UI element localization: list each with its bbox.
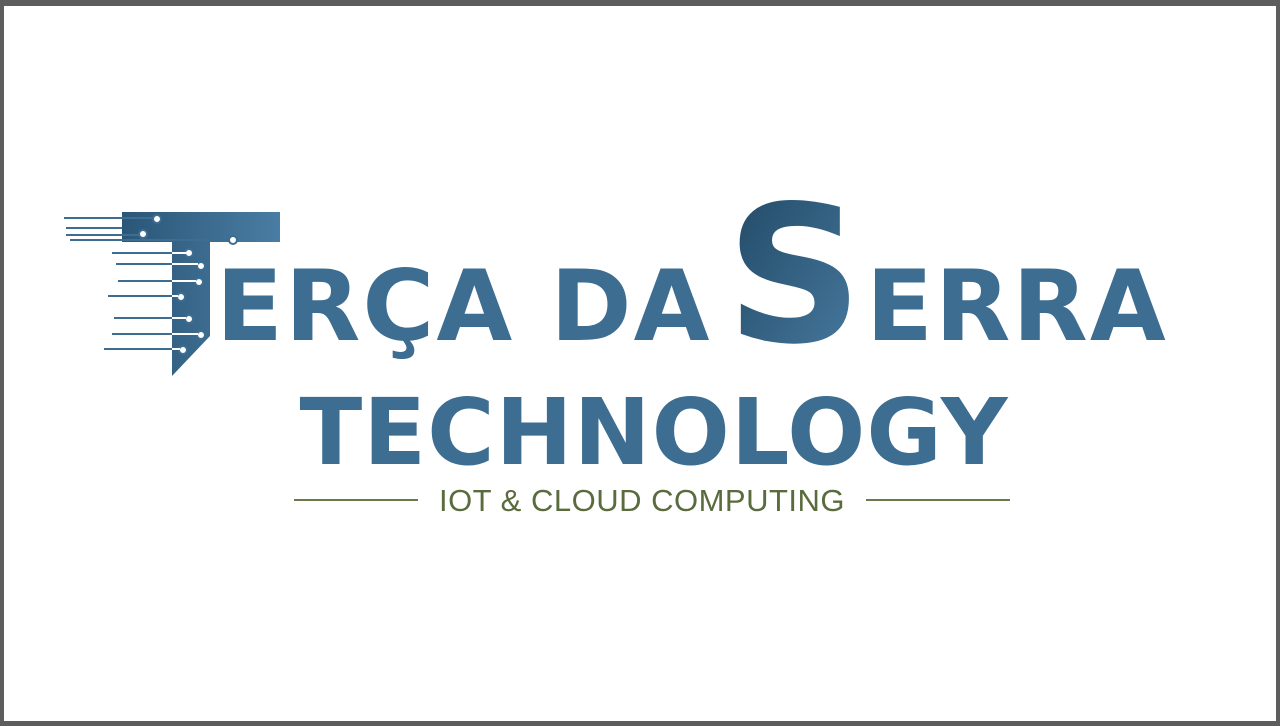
- terca-da-serra-logo: ERÇA DA S ERRA TECHNOLOGY IOT & CLOUD CO…: [64, 165, 1168, 518]
- tagline: IOT & CLOUD COMPUTING: [439, 483, 845, 518]
- big-initial-s: S: [726, 165, 863, 386]
- brand-name-technology: TECHNOLOGY: [300, 379, 1009, 486]
- image-canvas: ERÇA DA S ERRA TECHNOLOGY IOT & CLOUD CO…: [4, 6, 1276, 721]
- circuit-t-icon: [64, 212, 280, 376]
- brand-name-part-1: ERÇA DA: [216, 250, 711, 364]
- brand-name-part-2: ERRA: [866, 250, 1168, 364]
